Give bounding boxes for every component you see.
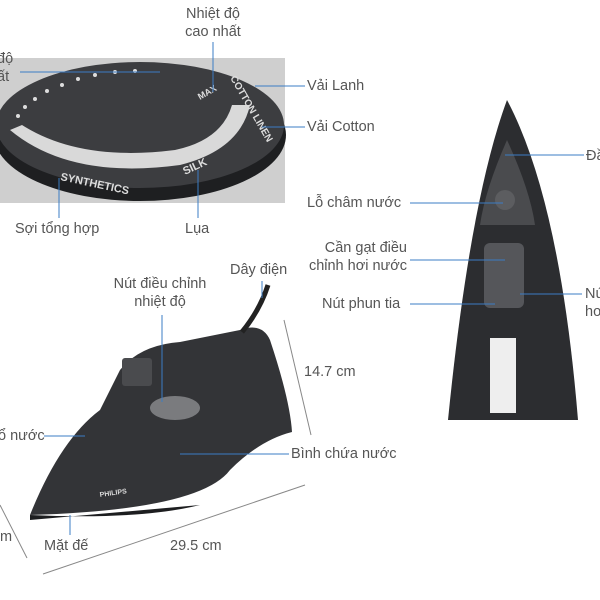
label-height: 14.7 cm	[304, 364, 356, 380]
label-fill-hole-partial: ổ nước	[0, 428, 45, 444]
text-line: chỉnh hơi nước	[308, 258, 407, 274]
label-fill-hole: Lỗ châm nước	[307, 195, 402, 211]
label-spray-button: Nút phun tia	[322, 296, 401, 312]
text-line: Nú	[585, 286, 600, 302]
text-line: hơ	[585, 304, 600, 320]
steam-buttons	[122, 358, 152, 386]
label-water-tank: Bình chứa nước	[291, 446, 397, 462]
iron-side-view	[30, 327, 292, 515]
label-tip-partial: Đầ	[586, 148, 600, 164]
barcode-label	[490, 338, 516, 413]
soleplate	[30, 505, 200, 520]
text-line: độ	[0, 51, 14, 67]
label-length: 29.5 cm	[170, 538, 222, 554]
label-max-temp: Nhiệt độ cao nhất	[170, 5, 256, 41]
label-cord: Dây điện	[230, 262, 288, 278]
label-steam-lever: Cần gạt điều chỉnh hơi nước	[300, 239, 407, 275]
brand-logo: PHILIPS	[99, 488, 127, 499]
label-steam-button-partial: Nú hơ	[585, 285, 600, 321]
power-cord	[240, 284, 271, 334]
label-cotton: Vải Cotton	[307, 119, 375, 135]
label-min-temp-partial: độ ất	[0, 50, 13, 86]
dial-arc	[10, 105, 250, 169]
leader-lines	[20, 42, 584, 535]
text-line: ất	[0, 69, 10, 85]
text-line: Nút điều chỉnh	[113, 276, 207, 292]
label-temp-knob: Nút điều chỉnh nhiệt độ	[105, 275, 215, 311]
label-silk: Lụa	[185, 221, 210, 237]
label-synthetic: Sợi tổng hợp	[15, 221, 100, 237]
water-tank-window	[480, 140, 535, 225]
label-soleplate: Mặt đế	[44, 538, 89, 554]
dimension-lines	[0, 319, 312, 575]
temperature-knob	[150, 396, 200, 420]
label-width-partial: m	[0, 529, 13, 545]
text-line: Nhiệt độ	[185, 6, 240, 22]
text-line: cao nhất	[185, 24, 241, 40]
control-panel	[484, 243, 524, 308]
text-line: nhiệt độ	[134, 294, 186, 310]
label-linen: Vải Lanh	[307, 78, 365, 94]
fill-hole	[495, 190, 515, 210]
text-line: Cần gạt điều	[324, 240, 407, 256]
